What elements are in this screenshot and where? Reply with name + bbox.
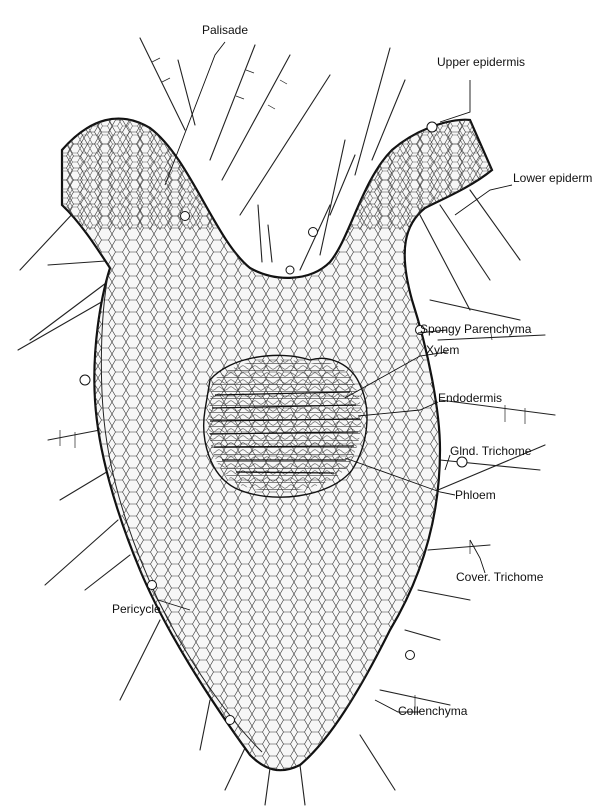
label-palisade: Palisade: [202, 23, 248, 37]
label-phloem: Phloem: [455, 488, 496, 502]
label-upper-epidermis: Upper epidermis: [437, 55, 525, 69]
label-endodermis: Endodermis: [438, 391, 502, 405]
label-collenchyma: Collenchyma: [398, 704, 468, 718]
label-glnd-trichome: Glnd. Trichome: [450, 444, 532, 458]
label-cover-trichome: Cover. Trichome: [456, 570, 544, 584]
label-xylem: Xylem: [426, 343, 459, 357]
label-pericycle: Pericycle: [112, 602, 161, 616]
label-spongy-parenchyma: Spongy Parenchyma: [420, 322, 532, 336]
label-lower-epidermis: Lower epidermis: [513, 171, 593, 185]
